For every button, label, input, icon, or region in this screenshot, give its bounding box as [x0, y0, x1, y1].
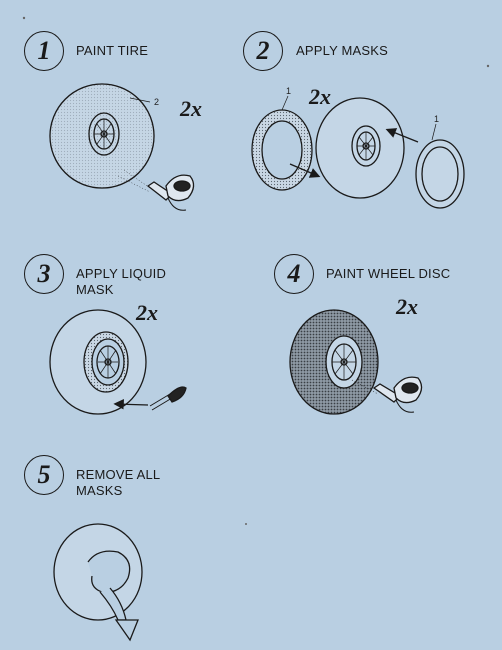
step-3-illustration — [49, 309, 187, 415]
step-2-quantity: 2x — [309, 84, 331, 109]
speck — [486, 64, 490, 68]
step-3-quantity: 2x — [136, 300, 158, 325]
step-5-illustration — [53, 523, 143, 642]
step-4-title: PAINT WHEEL DISC — [326, 266, 451, 281]
speck — [245, 523, 247, 525]
step-4-badge: 4 — [274, 254, 314, 294]
step-4-illustration — [289, 309, 423, 415]
step-2-illustration — [251, 95, 465, 209]
step-3-badge: 3 — [24, 254, 64, 294]
step-2-callout-left: 1 — [286, 86, 292, 96]
step-5-badge: 5 — [24, 455, 64, 495]
step-1-title: PAINT TIRE — [76, 43, 149, 58]
step-2-title: APPLY MASKS — [296, 43, 389, 58]
step-2-callout-right: 1 — [434, 114, 440, 124]
step-3-title: APPLY LIQUID MASK — [76, 266, 167, 297]
step-1-quantity: 2x — [180, 96, 202, 121]
speck — [22, 16, 26, 20]
step-1-illustration — [49, 83, 195, 211]
step-5-title: REMOVE ALL MASKS — [76, 467, 161, 498]
step-1-badge: 1 — [24, 31, 64, 71]
step-1-callout: 2 — [154, 97, 160, 107]
step-2-badge: 2 — [243, 31, 283, 71]
step-4-quantity: 2x — [396, 294, 418, 319]
